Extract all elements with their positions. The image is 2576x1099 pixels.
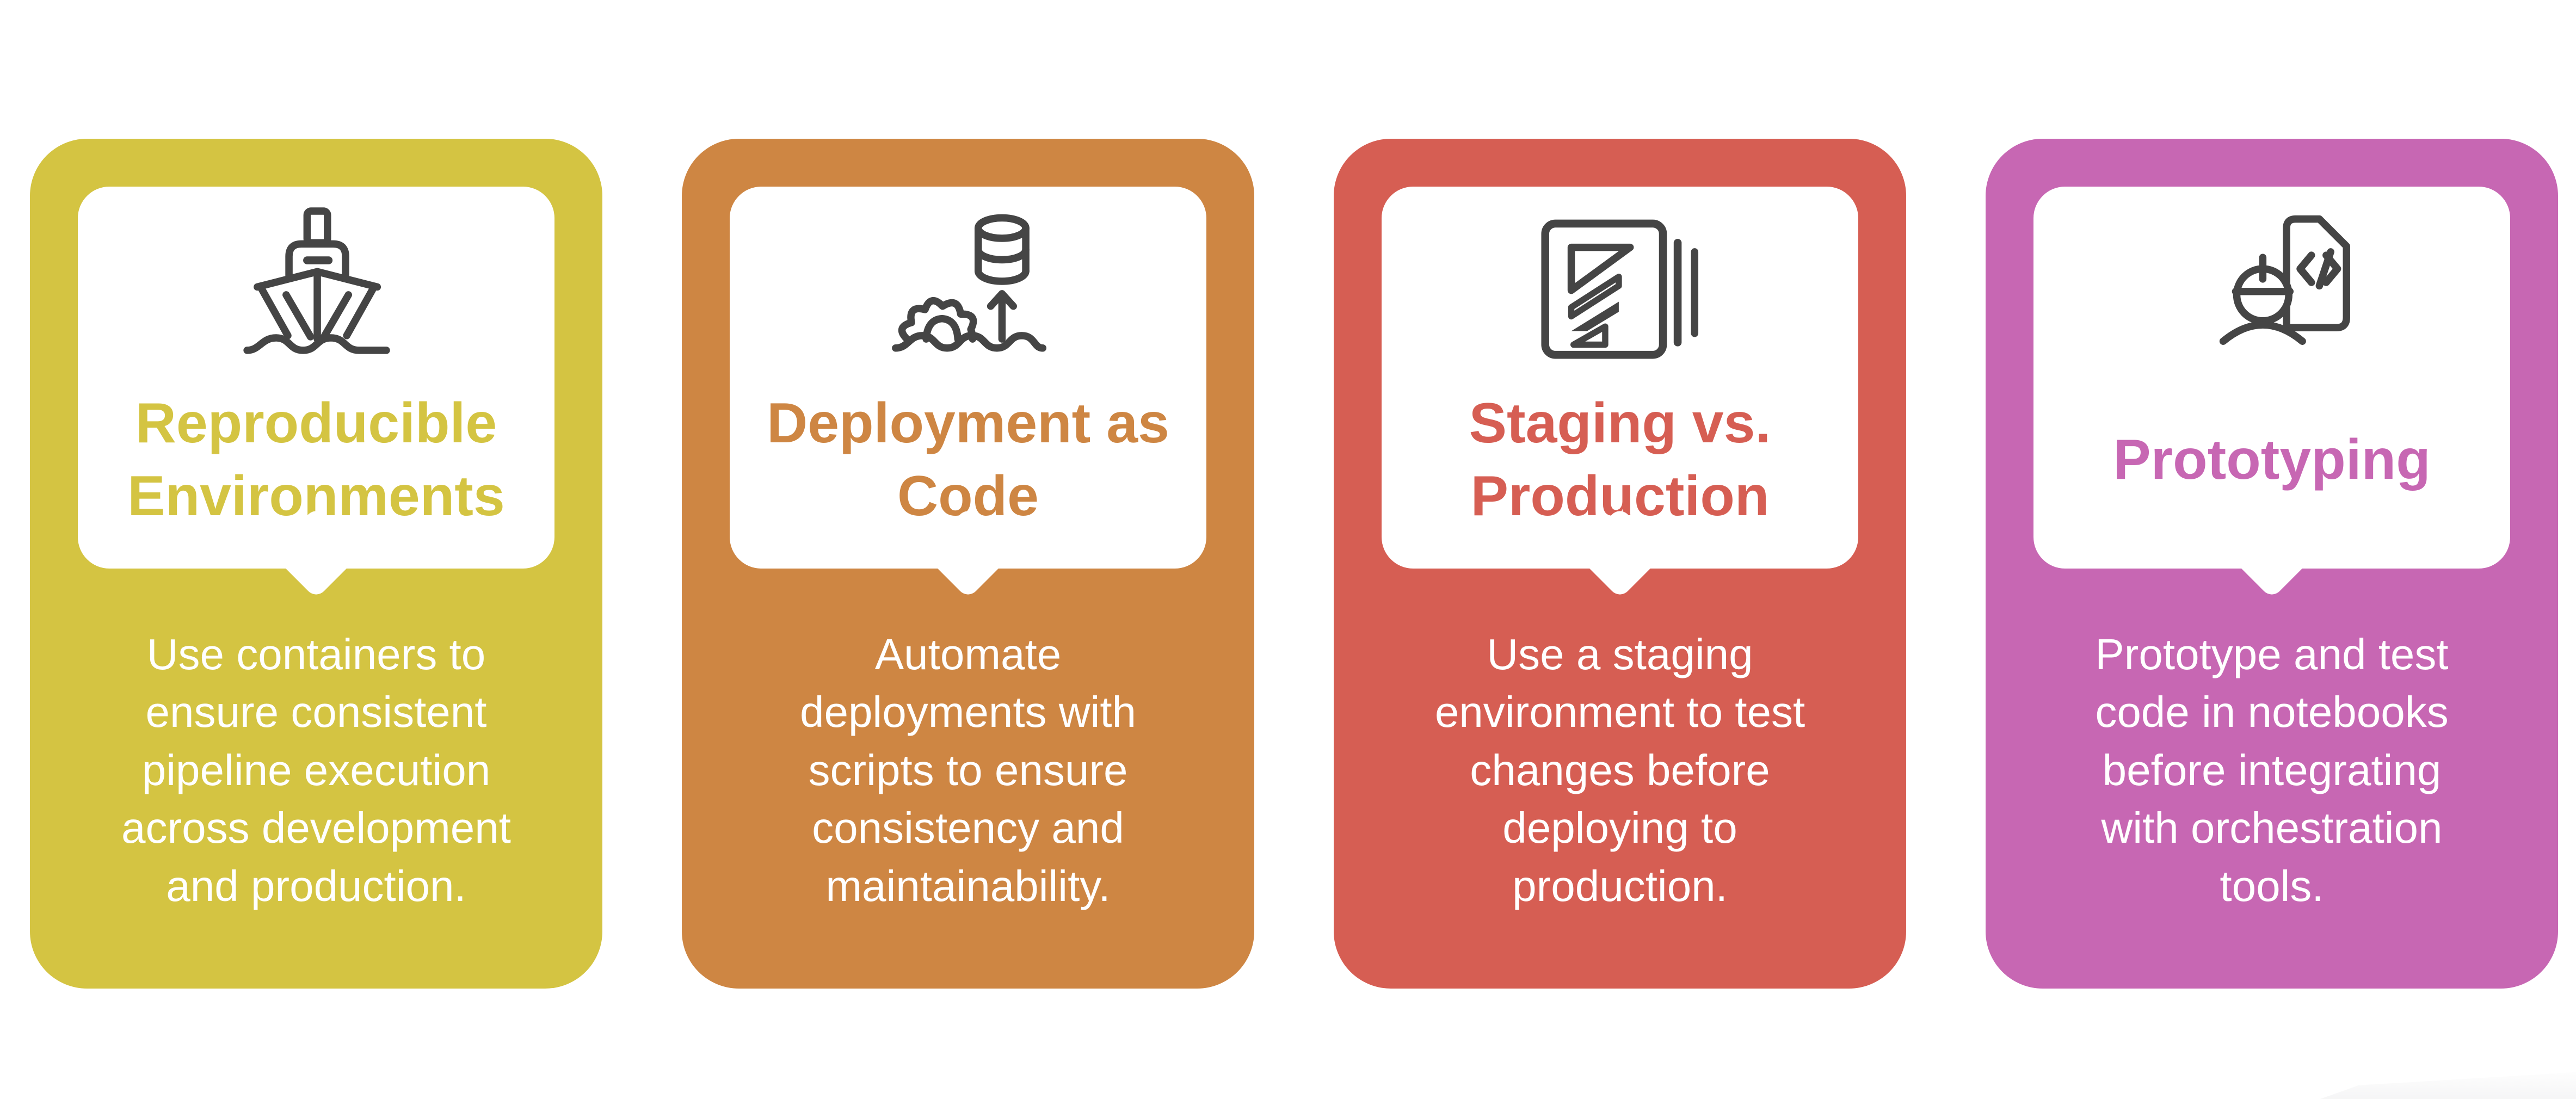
prototyping-engineer-icon <box>2187 196 2357 366</box>
card-description: Use a staging environment to test change… <box>1434 630 1805 910</box>
staging-document-icon <box>1535 196 1705 366</box>
card-header-panel: Deployment as Code <box>730 187 1206 569</box>
card-header-panel: Reproducible Environments <box>78 187 554 569</box>
card-title: Deployment as Code <box>767 392 1169 528</box>
card-staging-vs-production: Staging vs. Production Use a staging env… <box>1334 139 1906 989</box>
card-reproducible-environments: Reproducible Environments Use containers… <box>30 139 602 989</box>
card-prototyping: Prototyping Prototype and test code in n… <box>1986 139 2558 989</box>
corner-shadow <box>2320 1072 2576 1099</box>
card-header-panel: Prototyping <box>2033 187 2510 569</box>
card-description: Automate deployments with scripts to ens… <box>799 630 1137 910</box>
gear-deployment-icon <box>883 196 1053 366</box>
card-title-zone: Deployment as Code <box>730 366 1206 554</box>
card-deployment-as-code: Deployment as Code Automate deployments … <box>682 139 1254 989</box>
card-description: Prototype and test code in notebooks bef… <box>2095 630 2449 910</box>
card-title-zone: Prototyping <box>2033 366 2510 554</box>
card-description: Use containers to ensure consistent pipe… <box>121 630 511 910</box>
ship-icon <box>231 196 401 366</box>
card-header-panel: Staging vs. Production <box>1382 187 1858 569</box>
card-title: Prototyping <box>2113 428 2431 491</box>
